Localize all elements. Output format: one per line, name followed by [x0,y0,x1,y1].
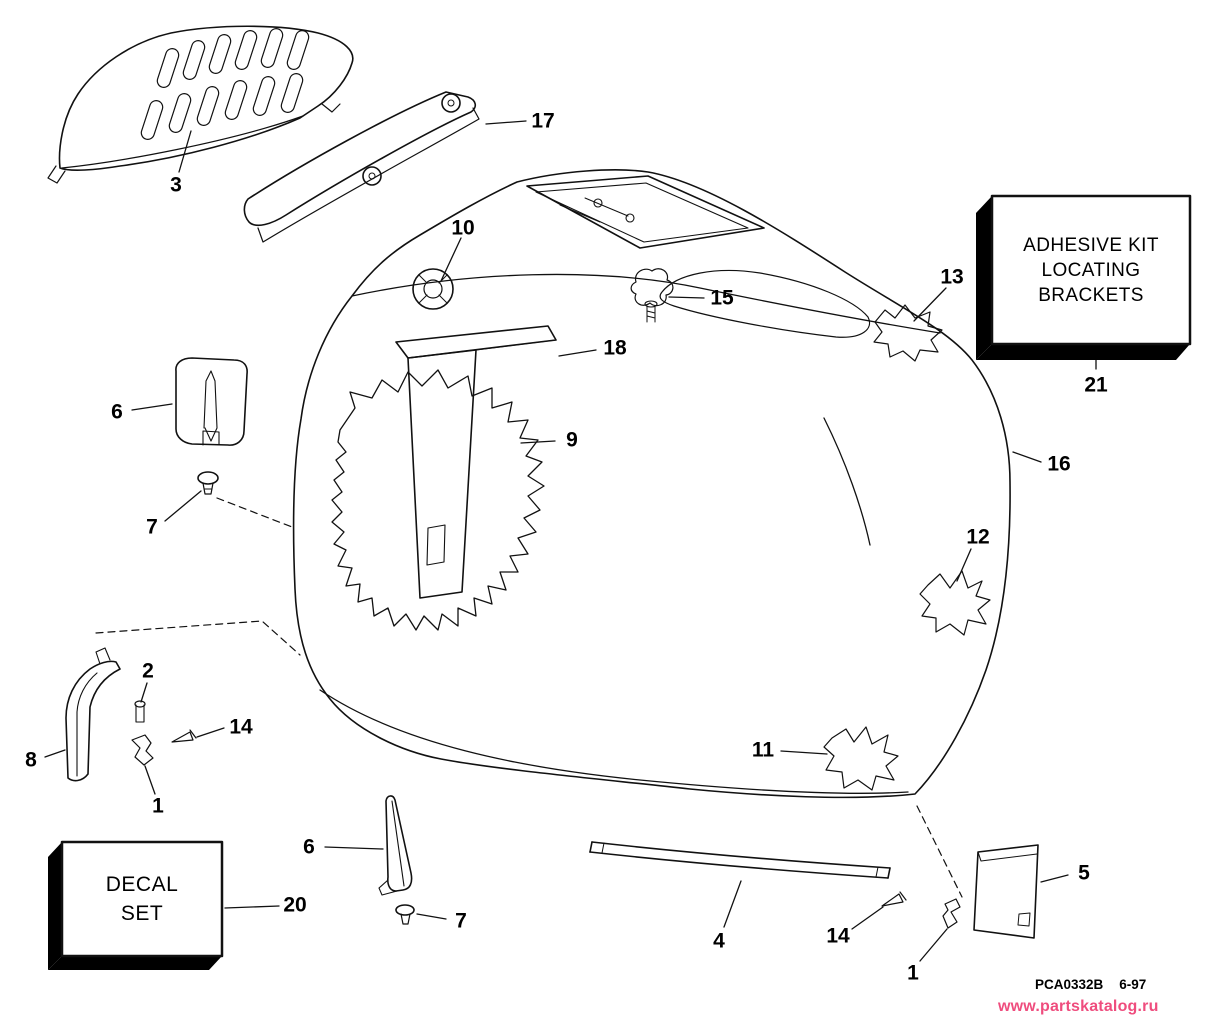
grommet-10 [412,268,454,310]
assembly-dashed-lines [95,497,963,898]
part-callout-10-2: 10 [451,216,475,240]
part-callout-9-8: 9 [566,428,578,452]
adhesive-kit-line: LOCATING [1041,259,1141,281]
part-callout-14-22: 14 [826,924,850,948]
part-callout-14-13: 14 [229,715,253,739]
part-callout-6-7: 6 [111,400,123,424]
part-callout-16-9: 16 [1047,452,1071,476]
adhesive-kit-line: ADHESIVE KIT [1023,234,1159,256]
decal-set-box-shape [48,840,224,970]
pin-2 [134,700,146,723]
bracket-13 [873,304,943,362]
decal-set-line: SET [120,902,164,925]
document-code: PCA0332B 6-97 [1035,977,1146,992]
screw-14-right [881,891,907,907]
part-callout-21-5: 21 [1084,373,1108,397]
left-recess-jagged [331,369,545,631]
inner-duct-panel [395,325,557,599]
part-callout-1-23: 1 [907,961,919,985]
part-callout-20-19: 20 [283,893,307,917]
adhesive-kit-box-shape [976,194,1192,360]
part-callout-17-1: 17 [531,109,555,133]
top-face-recess [659,269,871,338]
seal-strip-4 [589,841,891,879]
adhesive-kit-line: BRACKETS [1038,284,1144,306]
watermark: www.partskatalog.ru [998,998,1159,1015]
bracket-8 [65,647,121,782]
screw-7-lower [395,904,415,925]
part-callout-7-10: 7 [146,515,158,539]
part-callout-5-18: 5 [1078,861,1090,885]
side-plate-5 [973,844,1039,939]
part-callout-18-6: 18 [603,336,627,360]
part-callout-7-20: 7 [455,909,467,933]
part-callout-1-16: 1 [152,794,164,818]
leader-lines [44,120,1097,962]
drawing-date: 6-97 [1119,977,1147,992]
drawing-number: PCA0332B [1035,977,1104,992]
part-callout-2-12: 2 [142,659,154,683]
engine-cover-outline [292,169,1011,799]
part-callout-3-0: 3 [170,173,182,197]
clip-1-left [131,734,154,766]
part-callout-4-21: 4 [713,929,725,953]
part-callout-15-3: 15 [710,286,734,310]
part-callout-11-15: 11 [751,738,775,762]
bracket-6-upper [175,357,248,446]
screw-7-upper [197,471,219,495]
bracket-11 [823,726,899,791]
screw-14-left [171,729,197,743]
part-callout-12-11: 12 [966,525,990,549]
support-bracket-17 [243,91,480,243]
part-callout-13-4: 13 [940,265,964,289]
latch-clip-15 [630,268,674,323]
decal-set-line: DECAL [105,873,179,896]
vent-grille-3 [47,25,354,184]
bracket-12 [919,570,991,636]
adhesive-kit-box: ADHESIVE KIT LOCATING BRACKETS [992,196,1190,344]
clip-1-right [942,898,961,929]
decal-set-box: DECAL SET [62,842,222,956]
bracket-6-lower [378,795,413,896]
part-callout-8-14: 8 [25,748,37,772]
top-opening [526,175,765,249]
part-callout-6-17: 6 [303,835,315,859]
